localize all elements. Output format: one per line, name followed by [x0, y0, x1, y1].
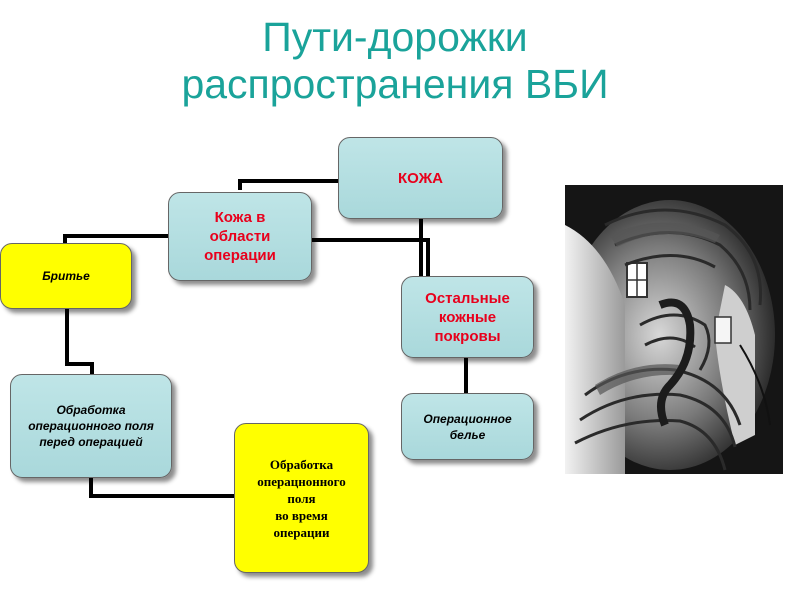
- node-preop-treatment: Обработка операционного поля перед опера…: [10, 374, 172, 478]
- spiral-staircase-photo: [565, 185, 783, 474]
- title-line-2: распространения ВБИ: [181, 61, 609, 107]
- staircase-illustration: [565, 185, 783, 474]
- slide-title: Пути-дорожки распространения ВБИ: [0, 14, 790, 108]
- node-shaving-label: Бритье: [42, 269, 90, 283]
- node-surgical-linen: Операционное белье: [401, 393, 534, 460]
- node-skin-operation-area-label: Кожа в области операции: [204, 209, 276, 264]
- connector-skin-area-to-shaving: [63, 234, 168, 244]
- node-surgical-linen-label: Операционное белье: [423, 411, 512, 442]
- node-intraop-treatment: Обработка операцнонного поля во время оп…: [234, 423, 369, 573]
- title-line-1: Пути-дорожки: [262, 14, 528, 60]
- connector-skin-area-to-other-skin: [312, 238, 430, 278]
- node-intraop-treatment-label: Обработка операцнонного поля во время оп…: [257, 456, 346, 540]
- node-skin-label: КОЖА: [397, 169, 443, 187]
- connector-preop-to-intraop: [89, 478, 236, 498]
- connector-shaving-to-preop: [65, 309, 94, 374]
- node-other-skin-label: Остальные кожные покровы: [425, 289, 510, 345]
- node-skin: КОЖА: [338, 137, 503, 219]
- node-preop-treatment-label: Обработка операционного поля перед опера…: [28, 403, 154, 449]
- node-skin-operation-area: Кожа в области операции: [168, 192, 312, 281]
- node-other-skin: Остальные кожные покровы: [401, 276, 534, 358]
- connector-skin-to-skin-area: [238, 179, 340, 190]
- node-shaving: Бритье: [0, 243, 132, 309]
